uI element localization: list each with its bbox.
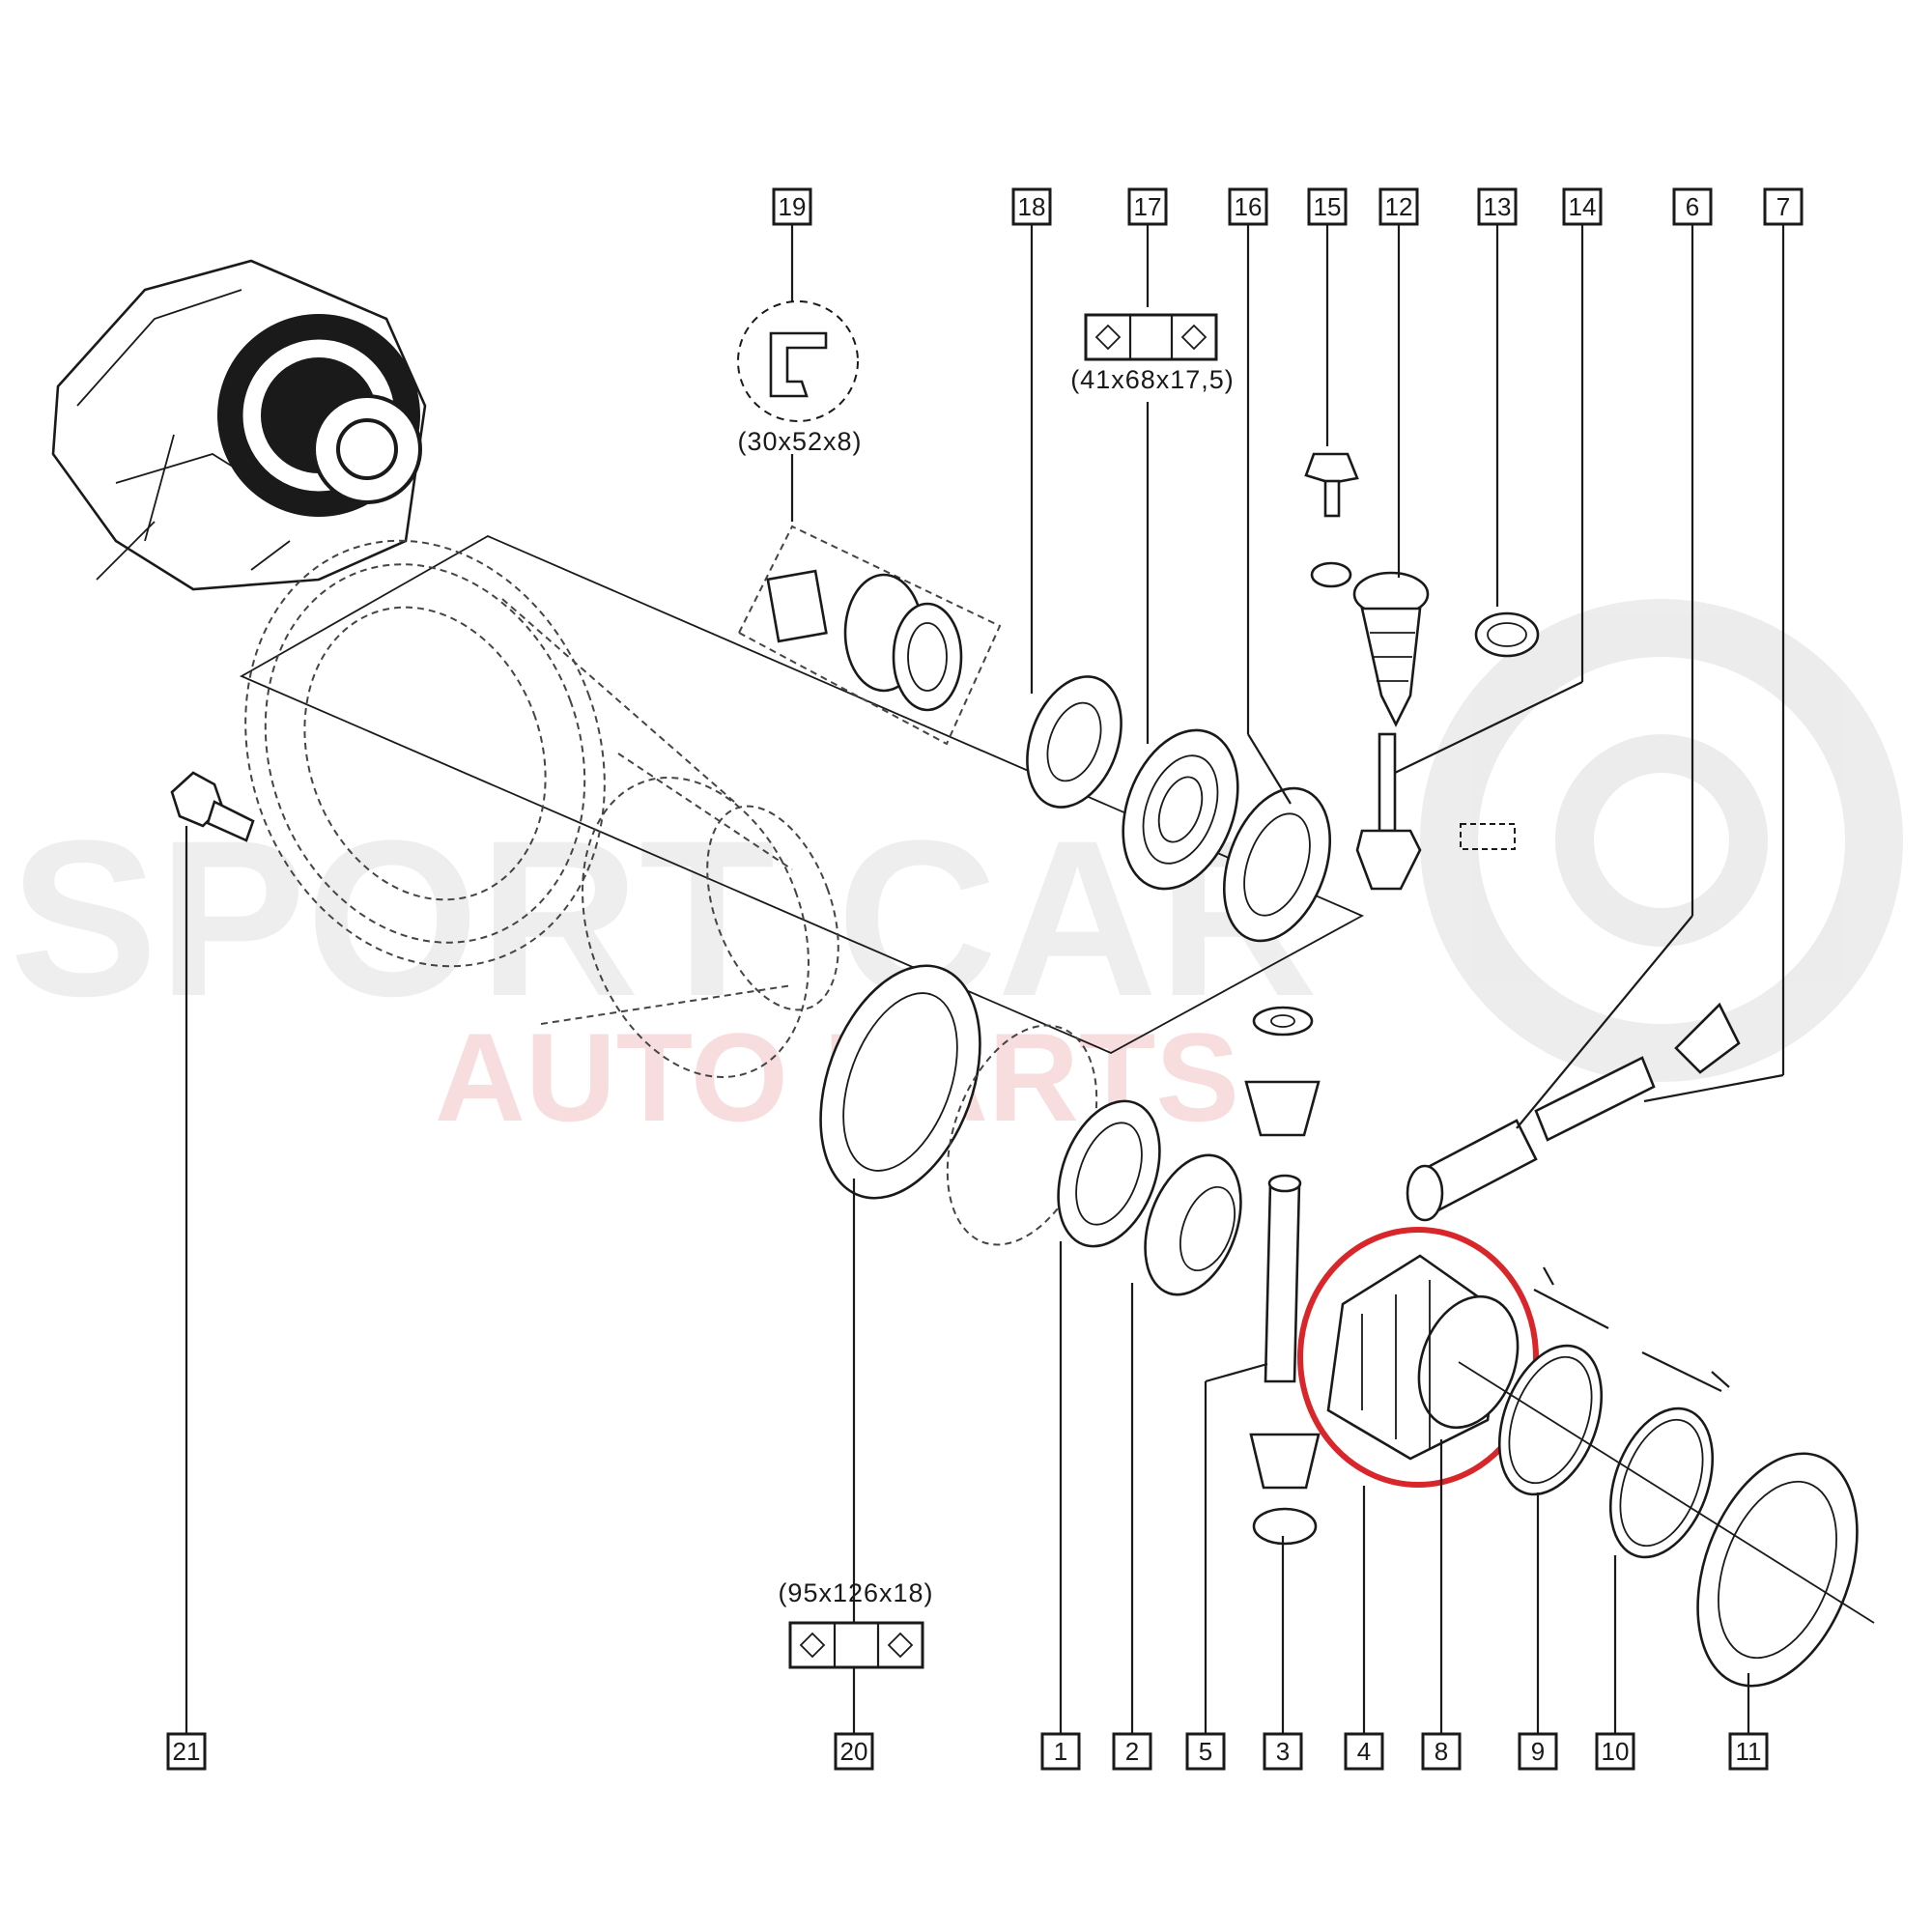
callout-16[interactable]: 16 — [1228, 187, 1268, 226]
svg-text:10: 10 — [1602, 1737, 1630, 1766]
part-21-bolt — [170, 771, 255, 842]
bearing-17-symbol — [1084, 313, 1218, 361]
callout-19[interactable]: 19 — [772, 187, 812, 226]
svg-text:9: 9 — [1531, 1737, 1545, 1766]
svg-text:1: 1 — [1054, 1737, 1067, 1766]
svg-text:3: 3 — [1276, 1737, 1290, 1766]
dimension-arrows — [1533, 1266, 1730, 1392]
svg-text:15: 15 — [1314, 192, 1342, 221]
leader-lines — [185, 224, 1785, 1734]
callout-3[interactable]: 3 — [1263, 1732, 1303, 1771]
svg-text:13: 13 — [1484, 192, 1512, 221]
callout-15[interactable]: 15 — [1307, 187, 1348, 226]
svg-text:5: 5 — [1199, 1737, 1212, 1766]
callout-11[interactable]: 11 — [1728, 1732, 1769, 1771]
part-3-planet-gears — [1244, 1006, 1321, 1546]
callout-20[interactable]: 20 — [834, 1732, 874, 1771]
callout-7[interactable]: 7 — [1763, 187, 1804, 226]
bearing-20-symbol — [788, 1621, 924, 1669]
callout-9[interactable]: 9 — [1518, 1732, 1558, 1771]
svg-text:19: 19 — [779, 192, 807, 221]
watermark-line-1: SPORT CAR — [10, 794, 1319, 1042]
bearing-20-dimension: (95x126x18) — [778, 1578, 933, 1607]
svg-text:12: 12 — [1385, 192, 1413, 221]
svg-text:18: 18 — [1018, 192, 1046, 221]
seal-19-dimension: (30x52x8) — [737, 427, 862, 456]
callout-1[interactable]: 1 — [1040, 1732, 1081, 1771]
part-5-shaft — [1264, 1174, 1302, 1383]
svg-text:11: 11 — [1736, 1737, 1762, 1766]
part-15-bolt — [1304, 452, 1359, 588]
part-17-bearing — [1122, 728, 1239, 891]
part-11-retainer — [1458, 1361, 1875, 1688]
part-4-differential-case — [1326, 1254, 1520, 1461]
ring-gear-outline — [239, 534, 1365, 1078]
part-14-pinion-shaft — [1355, 732, 1516, 891]
callout-14[interactable]: 14 — [1562, 187, 1603, 226]
callout-13[interactable]: 13 — [1477, 187, 1518, 226]
gear-icon — [1420, 599, 1903, 1082]
callout-12[interactable]: 12 — [1378, 187, 1419, 226]
part-20-bearing — [819, 964, 1098, 1246]
callout-5[interactable]: 5 — [1185, 1732, 1226, 1771]
bearing-17-dimension: (41x68x17,5) — [1070, 365, 1235, 394]
svg-text:21: 21 — [173, 1737, 201, 1766]
svg-text:16: 16 — [1235, 192, 1263, 221]
part-19-seal-kit — [737, 300, 1002, 746]
callout-18[interactable]: 18 — [1011, 187, 1052, 226]
svg-text:6: 6 — [1686, 192, 1699, 221]
svg-text:2: 2 — [1125, 1737, 1139, 1766]
svg-text:4: 4 — [1357, 1737, 1371, 1766]
part-2-side-gear — [1144, 1153, 1242, 1296]
svg-text:20: 20 — [840, 1737, 868, 1766]
svg-text:17: 17 — [1134, 192, 1162, 221]
part-6-sleeve — [1406, 1119, 1538, 1222]
callout-2[interactable]: 2 — [1112, 1732, 1152, 1771]
svg-text:14: 14 — [1569, 192, 1597, 221]
callout-10[interactable]: 10 — [1595, 1732, 1635, 1771]
svg-text:7: 7 — [1776, 192, 1790, 221]
part-12-drive-housing — [1352, 571, 1430, 727]
part-18-washer — [1026, 675, 1122, 809]
part-13-o-ring — [1474, 611, 1540, 658]
callout-4[interactable]: 4 — [1344, 1732, 1384, 1771]
gearbox-thumbnail — [51, 259, 427, 591]
callout-21[interactable]: 21 — [166, 1732, 207, 1771]
part-10-circlip — [1608, 1406, 1715, 1559]
callout-17[interactable]: 17 — [1127, 187, 1168, 226]
part-1-thrust-washer — [1057, 1099, 1161, 1248]
svg-text:8: 8 — [1435, 1737, 1448, 1766]
part-7-pin — [1534, 1002, 1741, 1142]
callout-8[interactable]: 8 — [1421, 1732, 1462, 1771]
callout-6[interactable]: 6 — [1672, 187, 1713, 226]
part-16-gear — [1222, 786, 1332, 943]
highlight-circle — [1297, 1227, 1539, 1488]
